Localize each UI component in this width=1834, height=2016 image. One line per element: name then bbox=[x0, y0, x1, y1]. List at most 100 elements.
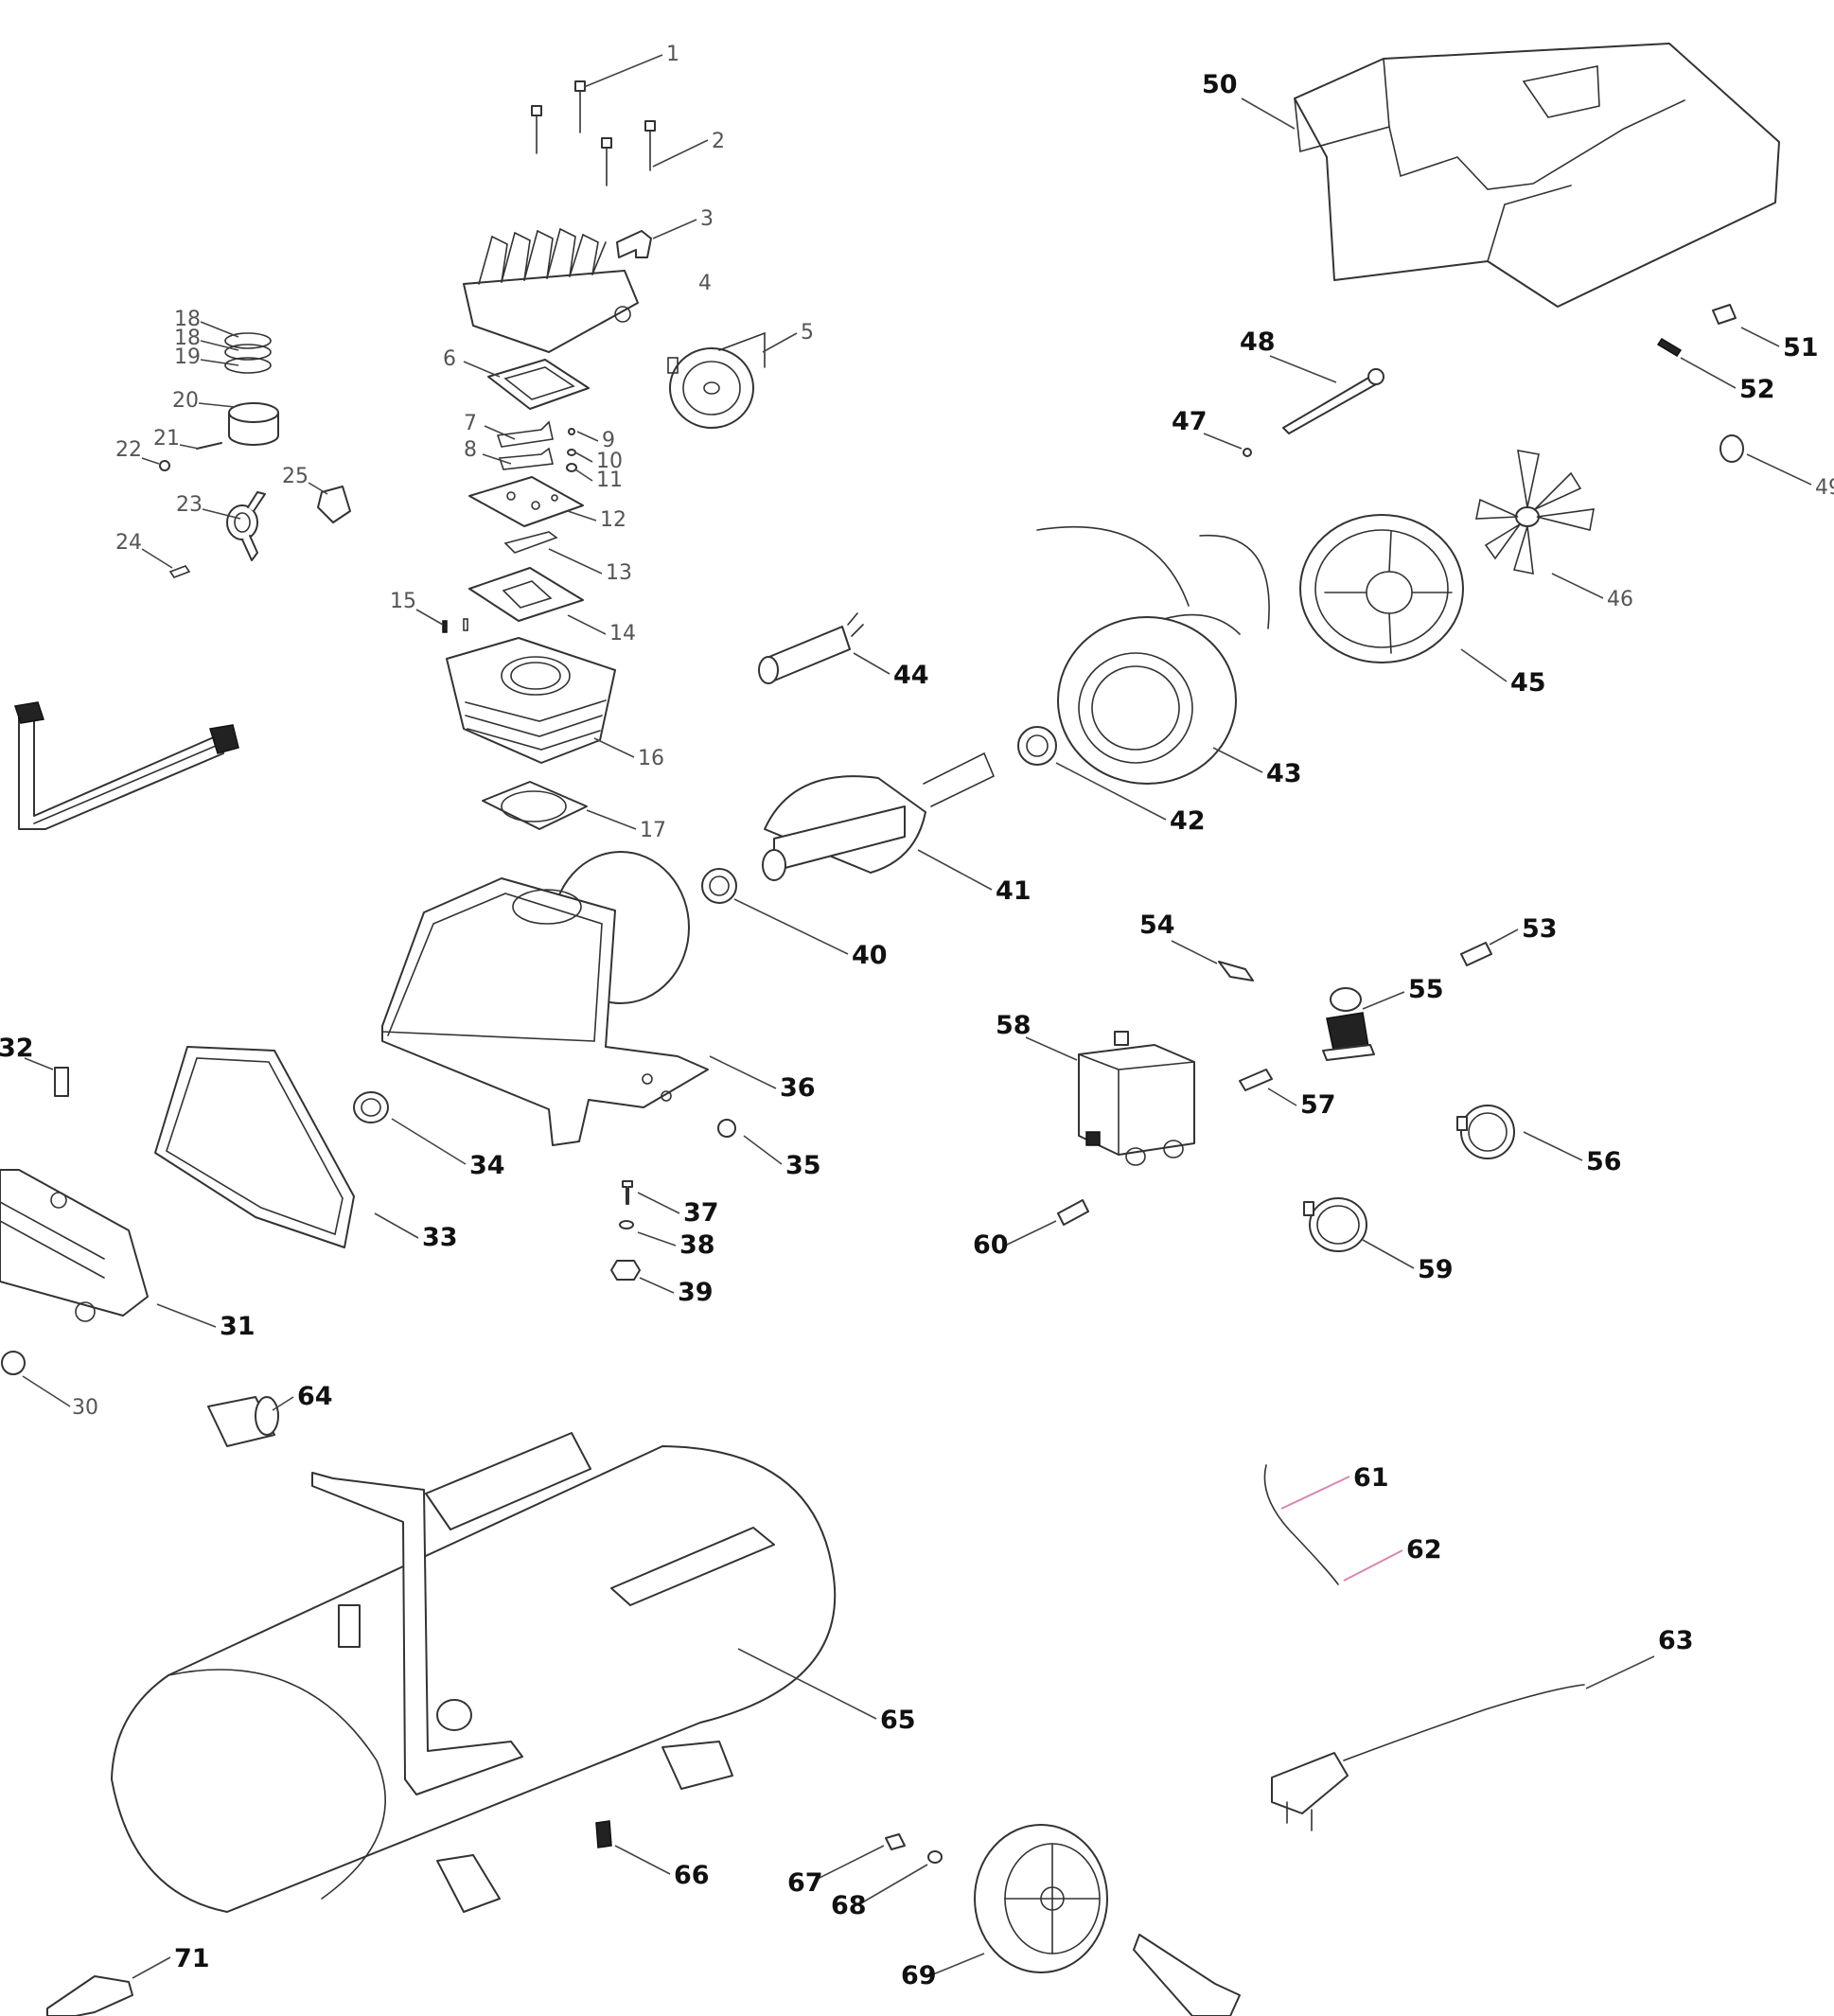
leader-line-63 bbox=[1585, 1655, 1655, 1689]
leader-line-52 bbox=[1680, 357, 1737, 389]
parts-layer bbox=[0, 43, 1780, 2016]
part-label-52: 52 bbox=[1739, 375, 1775, 404]
leader-line-46 bbox=[1551, 573, 1604, 599]
part-label-5: 5 bbox=[801, 321, 814, 345]
capacitor bbox=[758, 612, 864, 684]
part-label-20: 20 bbox=[172, 389, 199, 413]
part-label-37: 37 bbox=[683, 1198, 719, 1228]
part-label-61: 61 bbox=[1353, 1463, 1389, 1493]
part-label-58: 58 bbox=[996, 1011, 1032, 1040]
circlip bbox=[159, 460, 170, 471]
cylinder-gasket bbox=[468, 567, 584, 622]
part-label-19: 19 bbox=[174, 345, 201, 369]
leader-line-67 bbox=[815, 1845, 885, 1881]
part-label-36: 36 bbox=[780, 1073, 816, 1103]
part-label-35: 35 bbox=[785, 1151, 821, 1180]
bolt-37 bbox=[622, 1180, 633, 1205]
leader-line-54 bbox=[1171, 940, 1218, 964]
part-label-41: 41 bbox=[996, 876, 1032, 906]
part-label-49: 49 bbox=[1815, 476, 1834, 500]
valve-plate bbox=[468, 476, 584, 527]
leader-line-22 bbox=[141, 457, 160, 465]
leader-line-56 bbox=[1523, 1131, 1583, 1161]
part-label-47: 47 bbox=[1172, 407, 1208, 436]
leader-lines bbox=[22, 54, 1812, 1979]
part-label-51: 51 bbox=[1783, 333, 1819, 363]
drain-valve bbox=[595, 1820, 612, 1848]
part-label-42: 42 bbox=[1170, 806, 1206, 836]
leader-line-16 bbox=[593, 737, 635, 758]
leader-line-40 bbox=[733, 898, 849, 955]
part-label-2: 2 bbox=[712, 130, 725, 153]
part-label-24: 24 bbox=[115, 531, 142, 555]
pressure-switch bbox=[1078, 1031, 1195, 1166]
part-label-44: 44 bbox=[893, 661, 929, 690]
side-cover bbox=[0, 1169, 149, 1322]
dowel-pin-b bbox=[463, 618, 468, 631]
leader-line-17 bbox=[586, 809, 637, 830]
power-cord bbox=[1271, 1684, 1585, 1831]
wheel-axle bbox=[1133, 1934, 1241, 2016]
part-label-4: 4 bbox=[698, 272, 712, 295]
leader-line-53 bbox=[1489, 928, 1519, 946]
part-label-25: 25 bbox=[282, 465, 309, 488]
connecting-tube bbox=[1263, 1464, 1339, 1585]
leader-line-35 bbox=[743, 1135, 783, 1165]
leader-line-3 bbox=[652, 219, 697, 239]
part-label-9: 9 bbox=[602, 429, 615, 452]
regulator bbox=[1322, 987, 1375, 1061]
leader-line-6 bbox=[463, 361, 501, 378]
leader-line-19 bbox=[200, 359, 239, 366]
leader-line-44 bbox=[853, 652, 891, 675]
leader-line-58 bbox=[1025, 1036, 1078, 1061]
part-label-46: 46 bbox=[1607, 588, 1633, 611]
leader-line-49 bbox=[1746, 453, 1812, 486]
oil-filler-plug bbox=[54, 1067, 69, 1097]
head-gasket bbox=[487, 359, 590, 410]
part-label-43: 43 bbox=[1266, 759, 1302, 788]
tie-rod bbox=[1282, 376, 1377, 434]
leader-line-55 bbox=[1362, 991, 1405, 1010]
part-label-39: 39 bbox=[678, 1278, 714, 1307]
leader-line-18 bbox=[200, 340, 239, 351]
elbow-fitting bbox=[616, 230, 652, 258]
part-label-50: 50 bbox=[1202, 70, 1238, 99]
leader-line-24 bbox=[141, 548, 173, 569]
part-label-6: 6 bbox=[443, 347, 456, 371]
leader-line-62 bbox=[1343, 1549, 1403, 1582]
leader-line-2 bbox=[652, 139, 709, 168]
head-bolts bbox=[531, 80, 656, 186]
leader-line-10 bbox=[574, 451, 593, 463]
part-label-64: 64 bbox=[297, 1382, 333, 1411]
leader-line-37 bbox=[637, 1192, 680, 1214]
crankcase-gasket-inner bbox=[166, 1057, 344, 1236]
rotor bbox=[762, 752, 996, 881]
cylinder-head bbox=[463, 228, 639, 353]
dowel-pin-a bbox=[442, 620, 448, 633]
leader-line-31 bbox=[156, 1303, 217, 1328]
piston-pin bbox=[196, 442, 222, 450]
part-label-71: 71 bbox=[174, 1944, 210, 1973]
part-label-18: 18 bbox=[174, 308, 201, 331]
leader-line-39 bbox=[639, 1277, 675, 1294]
part-label-67: 67 bbox=[787, 1868, 823, 1898]
leader-line-47 bbox=[1203, 433, 1243, 450]
leader-line-15 bbox=[415, 609, 444, 626]
part-label-57: 57 bbox=[1300, 1090, 1336, 1120]
leader-line-30 bbox=[22, 1375, 71, 1407]
ring-49 bbox=[1719, 434, 1744, 463]
nut-39 bbox=[610, 1260, 641, 1281]
leader-line-33 bbox=[374, 1212, 419, 1239]
screw-9 bbox=[568, 428, 575, 435]
part-label-59: 59 bbox=[1418, 1255, 1454, 1284]
part-label-32: 32 bbox=[0, 1034, 34, 1063]
part-label-3: 3 bbox=[700, 207, 714, 231]
gauge-59 bbox=[1303, 1197, 1367, 1252]
leader-line-69 bbox=[932, 1953, 985, 1975]
part-label-17: 17 bbox=[640, 819, 666, 842]
air-tank bbox=[111, 1432, 837, 1913]
leader-line-65 bbox=[737, 1648, 877, 1720]
washer-47 bbox=[1243, 448, 1252, 457]
piston-rings bbox=[224, 332, 272, 374]
